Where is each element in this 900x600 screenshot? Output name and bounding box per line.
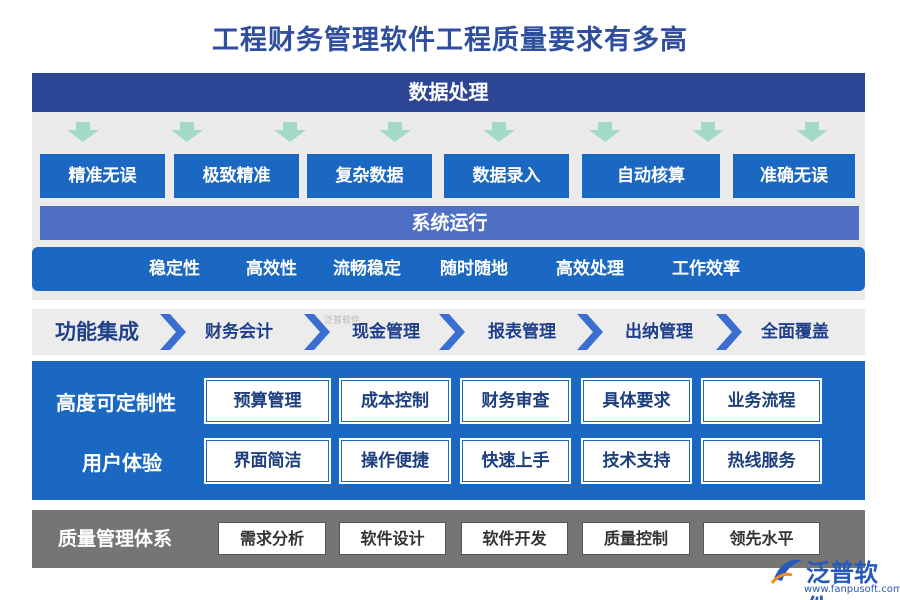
customization-item: 业务流程 xyxy=(701,378,822,424)
function-flow-title: 功能集成 xyxy=(55,319,139,344)
down-arrow-icon xyxy=(171,122,203,142)
data-item-box: 准确无误 xyxy=(733,154,855,198)
logo-icon xyxy=(770,559,802,584)
customization-label: 高度可定制性 xyxy=(56,391,176,415)
system-running-item: 高效处理 xyxy=(556,259,624,279)
down-arrow-icon xyxy=(692,122,724,142)
user-experience-label: 用户体验 xyxy=(82,451,162,475)
function-flow-item: 现金管理 xyxy=(352,322,420,342)
function-flow-item: 全面覆盖 xyxy=(761,322,829,342)
function-flow-item: 财务会计 xyxy=(205,322,273,342)
quality-system-item: 领先水平 xyxy=(703,522,820,555)
quality-system-item: 软件开发 xyxy=(461,522,568,555)
data-item-box: 自动核算 xyxy=(582,154,720,198)
user-experience-item: 界面简洁 xyxy=(204,438,331,484)
feature-panel: 高度可定制性 预算管理 成本控制 财务审查 具体要求 业务流程 用户体验 界面简… xyxy=(32,361,865,500)
down-arrow-icon xyxy=(483,122,515,142)
quality-system-item: 软件设计 xyxy=(339,522,446,555)
brand-logo: 泛普软件 www.fanpusoft.com xyxy=(766,553,900,600)
data-item-box: 数据录入 xyxy=(444,154,569,198)
user-experience-item: 操作便捷 xyxy=(339,438,451,484)
chevron-right-icon xyxy=(716,314,742,350)
down-arrow-icon xyxy=(379,122,411,142)
chevron-right-icon xyxy=(160,314,186,350)
data-item-box: 极致精准 xyxy=(174,154,299,198)
down-arrow-icon xyxy=(274,122,306,142)
system-running-item: 随时随地 xyxy=(440,259,508,279)
user-experience-item: 技术支持 xyxy=(581,438,692,484)
user-experience-item: 快速上手 xyxy=(460,438,571,484)
chevron-right-icon xyxy=(577,314,603,350)
system-running-item: 稳定性 xyxy=(149,259,200,279)
chevron-right-icon xyxy=(304,314,330,350)
system-running-header: 系统运行 xyxy=(40,206,859,240)
quality-system-label: 质量管理体系 xyxy=(58,528,173,550)
quality-system-item: 需求分析 xyxy=(218,522,326,555)
customization-item: 财务审查 xyxy=(460,378,571,424)
down-arrow-icon xyxy=(67,122,99,142)
logo-url: www.fanpusoft.com xyxy=(804,584,900,595)
user-experience-item: 热线服务 xyxy=(701,438,822,484)
watermark-text: 泛普软件 xyxy=(324,316,361,326)
system-running-item: 工作效率 xyxy=(672,259,740,279)
function-flow-item: 报表管理 xyxy=(488,322,556,342)
data-item-box: 复杂数据 xyxy=(307,154,432,198)
data-item-box: 精准无误 xyxy=(40,154,165,198)
system-running-item: 流畅稳定 xyxy=(333,259,401,279)
system-running-row: 稳定性 高效性 流畅稳定 随时随地 高效处理 工作效率 xyxy=(32,247,865,291)
page-title: 工程财务管理软件工程质量要求有多高 xyxy=(212,25,688,56)
customization-item: 成本控制 xyxy=(339,378,451,424)
customization-item: 预算管理 xyxy=(204,378,331,424)
function-flow-item: 出纳管理 xyxy=(625,322,693,342)
customization-item: 具体要求 xyxy=(581,378,692,424)
system-running-item: 高效性 xyxy=(246,259,297,279)
quality-system-item: 质量控制 xyxy=(582,522,690,555)
quality-system-panel: 质量管理体系 需求分析 软件设计 软件开发 质量控制 领先水平 xyxy=(32,510,865,568)
chevron-right-icon xyxy=(439,314,465,350)
logo-name: 泛普软件 xyxy=(806,559,878,600)
data-processing-header: 数据处理 xyxy=(32,73,865,112)
function-flow-panel: 功能集成 财务会计 现金管理 报表管理 出纳管理 全面覆盖 xyxy=(32,309,865,355)
down-arrow-icon xyxy=(589,122,621,142)
down-arrow-icon xyxy=(796,122,828,142)
